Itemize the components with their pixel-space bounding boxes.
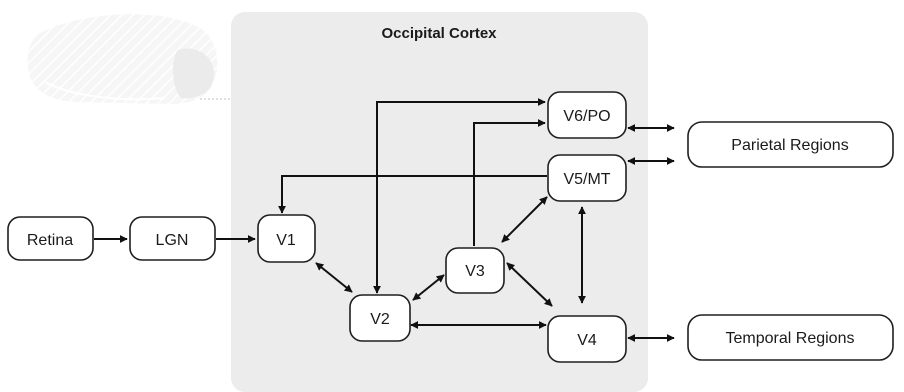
- node-v4-label: V4: [577, 332, 597, 349]
- node-parietal-regions: Parietal Regions: [687, 121, 894, 168]
- node-parietal-label: Parietal Regions: [731, 137, 848, 154]
- node-lgn: LGN: [129, 216, 216, 261]
- edge-v5mt-v1: [278, 175, 547, 214]
- node-v1: V1: [257, 214, 316, 263]
- brain-icon: [27, 14, 230, 105]
- edge-v3-v5mt: [501, 196, 548, 243]
- edge-v1-v2: [315, 262, 353, 293]
- node-temporal-regions: Temporal Regions: [687, 314, 894, 361]
- edge-v3-v6po: [473, 119, 546, 246]
- region-title: Occipital Cortex: [381, 25, 497, 42]
- node-v2-label: V2: [370, 311, 390, 328]
- node-v5mt: V5/MT: [547, 154, 627, 202]
- node-v6po-label: V6/PO: [563, 108, 610, 125]
- node-v1-label: V1: [276, 232, 296, 249]
- node-v5mt-label: V5/MT: [563, 171, 610, 188]
- node-v4: V4: [547, 315, 627, 363]
- edge-v3-v4: [506, 262, 553, 307]
- node-lgn-label: LGN: [156, 232, 189, 249]
- node-v6po: V6/PO: [547, 91, 627, 139]
- node-temporal-label: Temporal Regions: [726, 330, 855, 347]
- node-v3-label: V3: [465, 263, 485, 280]
- node-retina-label: Retina: [27, 232, 73, 249]
- node-v3: V3: [445, 247, 505, 294]
- edge-v2-v6po: [373, 98, 546, 294]
- connection-edges: [94, 98, 675, 342]
- node-retina: Retina: [7, 216, 94, 261]
- node-v2: V2: [349, 294, 411, 342]
